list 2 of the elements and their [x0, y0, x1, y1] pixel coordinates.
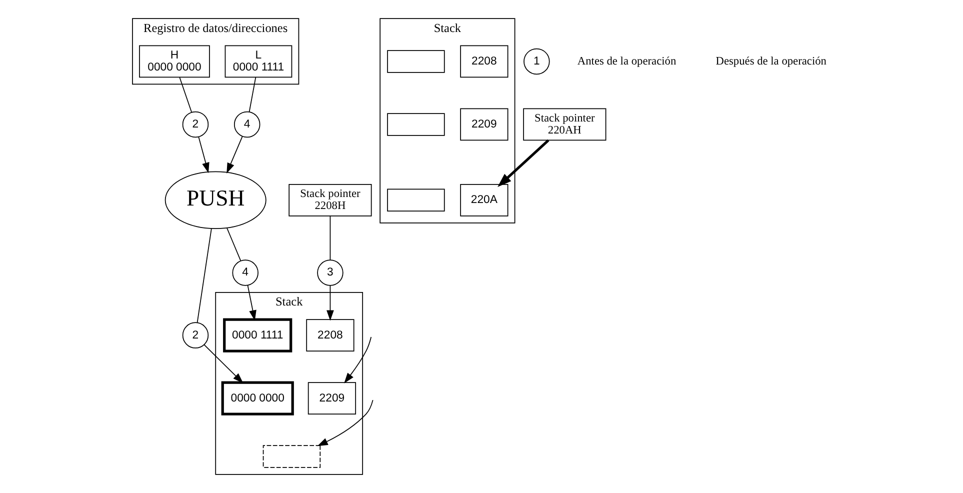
label: Antes de la operación — [576, 55, 676, 68]
label: Después de la operación — [715, 55, 826, 68]
